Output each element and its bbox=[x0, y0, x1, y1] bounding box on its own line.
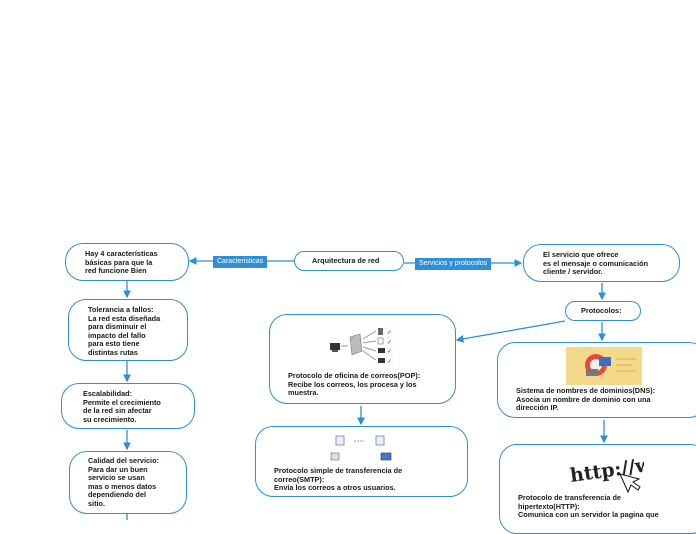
scalability-node[interactable]: Escalabilidad: Permite el crecimiento de… bbox=[61, 383, 195, 429]
http-url-icon: http://www bbox=[568, 450, 644, 494]
quality-of-service-node[interactable]: Calidad del servicio: Para dar un buen s… bbox=[69, 451, 187, 514]
root-label: Arquitectura de red bbox=[312, 256, 380, 265]
characteristics-intro-text: Hay 4 características básicas para que l… bbox=[85, 249, 158, 276]
edge-protocols-to-pop bbox=[455, 320, 566, 343]
services-connector-label: Servicios y protocolos bbox=[415, 258, 492, 270]
email-transfer-icon bbox=[330, 435, 392, 461]
svg-text:✓: ✓ bbox=[387, 349, 392, 355]
characteristics-connector-label: Caracteristicas bbox=[213, 256, 268, 268]
http-node[interactable]: http://www Protocolo de transferencia de… bbox=[499, 444, 696, 534]
http-text: Protocolo de transferencia de hipertexto… bbox=[518, 493, 659, 520]
pop-node[interactable]: ✓ ✓ ✓ ✓ Protocolo de oficina de correos(… bbox=[269, 314, 456, 404]
scalability-text: Escalabilidad: Permite el crecimiento de… bbox=[83, 389, 161, 424]
dns-text: Sistema de nombres de dominios(DNS): Aso… bbox=[516, 386, 656, 413]
fault-tolerance-node[interactable]: Tolerancia a fallos: La red esta diseñad… bbox=[68, 299, 188, 361]
svg-text:✓: ✓ bbox=[387, 359, 392, 365]
services-intro-node[interactable]: El servicio que ofrece es el mensaje o c… bbox=[523, 244, 680, 282]
fault-tolerance-text: Tolerancia a fallos: La red esta diseñad… bbox=[88, 305, 161, 358]
smtp-text: Protocolo simple de transferencia de cor… bbox=[274, 466, 403, 493]
characteristics-intro-node[interactable]: Hay 4 características básicas para que l… bbox=[65, 243, 189, 281]
smtp-node[interactable]: Protocolo simple de transferencia de cor… bbox=[255, 426, 468, 497]
pop-text: Protocolo de oficina de correos(POP): Re… bbox=[288, 371, 421, 398]
services-intro-text: El servicio que ofrece es el mensaje o c… bbox=[543, 250, 649, 277]
concept-map: Arquitectura de red Caracteristicas Serv… bbox=[61, 243, 696, 534]
dns-network-icon bbox=[566, 347, 642, 385]
dns-node[interactable]: Sistema de nombres de dominios(DNS): Aso… bbox=[497, 342, 696, 418]
email-server-diagram-icon: ✓ ✓ ✓ ✓ bbox=[330, 328, 392, 365]
protocols-label: Protocolos: bbox=[581, 306, 622, 315]
root-node[interactable]: Arquitectura de red bbox=[294, 251, 404, 271]
quality-of-service-text: Calidad del servicio: Para dar un buen s… bbox=[88, 456, 159, 509]
protocols-node[interactable]: Protocolos: bbox=[565, 301, 641, 321]
svg-text:✓: ✓ bbox=[387, 330, 392, 336]
svg-text:✓: ✓ bbox=[387, 340, 392, 346]
